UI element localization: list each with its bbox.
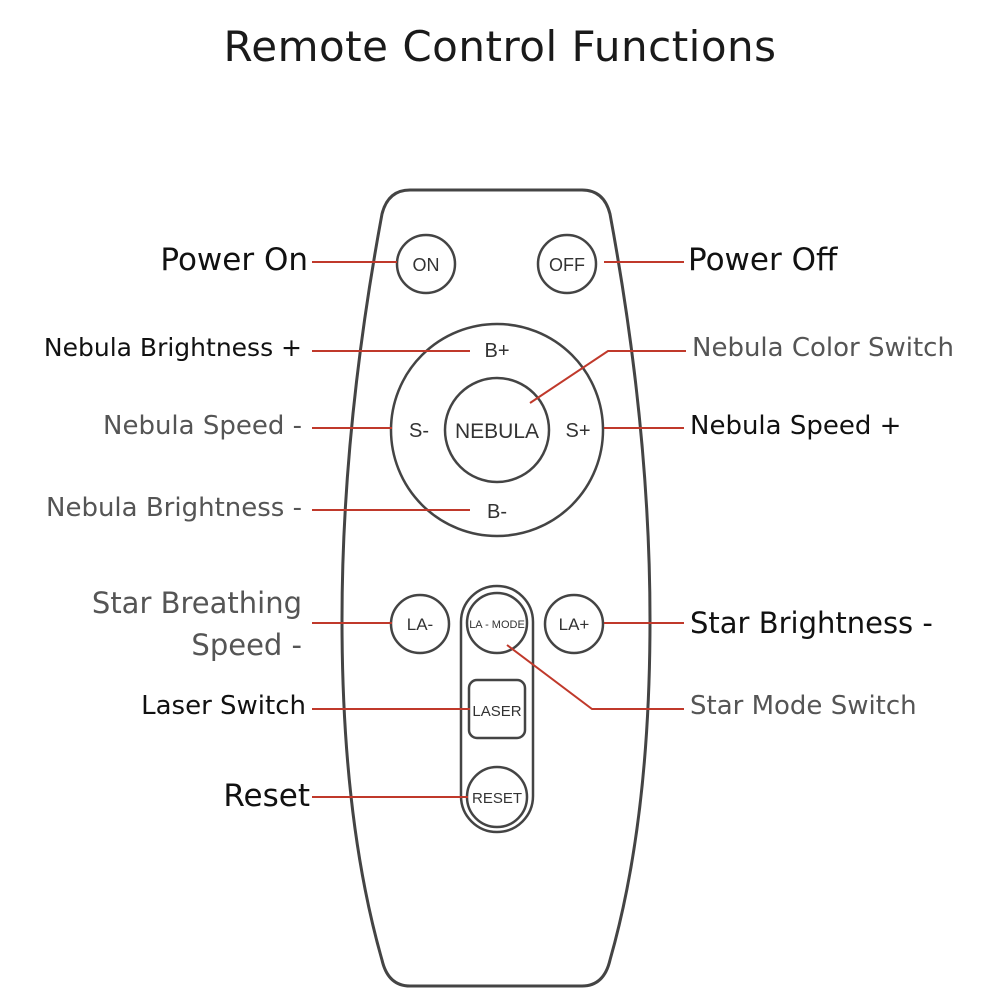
on-button[interactable]: ON (395, 233, 457, 295)
la-plus-button-text: LA+ (559, 615, 590, 634)
label-nebula-color-switch: Nebula Color Switch (692, 333, 954, 363)
off-button-text: OFF (549, 255, 585, 275)
label-star-breathing-line2: Speed - (191, 628, 302, 662)
label-power-off: Power Off (688, 242, 838, 278)
leader-nebula-color-switch (529, 350, 686, 404)
reset-button[interactable]: RESET (465, 765, 529, 829)
laser-button[interactable]: LASER (467, 678, 527, 740)
label-nebula-speed-minus: Nebula Speed - (103, 411, 302, 441)
nebula-button-text: NEBULA (455, 420, 539, 443)
nebula-control-ring (389, 322, 605, 538)
la-mode-button-text: LA - MODE (469, 619, 525, 631)
label-power-on: Power On (160, 242, 308, 278)
leader-star-mode-switch (506, 644, 684, 710)
label-nebula-brightness-minus: Nebula Brightness - (46, 493, 302, 523)
reset-button-text: RESET (472, 790, 522, 807)
la-plus-button[interactable]: LA+ (543, 593, 605, 655)
la-minus-button[interactable]: LA- (389, 593, 451, 655)
label-nebula-brightness-plus: Nebula Brightness + (43, 333, 302, 362)
b-plus-button[interactable]: B+ (484, 340, 509, 362)
label-star-breathing-speed-minus: Star Breathing Speed - (0, 582, 302, 666)
leader-lines (312, 261, 686, 798)
label-star-breathing-line1: Star Breathing (91, 586, 302, 620)
la-minus-button-text: LA- (407, 615, 433, 634)
label-nebula-speed-plus: Nebula Speed + (690, 411, 902, 441)
label-laser-switch: Laser Switch (141, 691, 306, 721)
diagram-title: Remote Control Functions (223, 22, 777, 71)
s-minus-button[interactable]: S- (409, 420, 429, 442)
label-star-brightness-minus: Star Brightness - (690, 606, 933, 640)
off-button[interactable]: OFF (536, 233, 598, 295)
nebula-button[interactable] (443, 376, 551, 484)
label-star-mode-switch: Star Mode Switch (690, 691, 917, 721)
s-plus-button[interactable]: S+ (565, 420, 590, 442)
b-minus-button[interactable]: B- (487, 501, 507, 523)
on-button-text: ON (413, 255, 440, 275)
la-mode-button[interactable]: LA - MODE (465, 591, 529, 655)
label-reset: Reset (223, 778, 310, 814)
laser-button-text: LASER (472, 703, 521, 720)
